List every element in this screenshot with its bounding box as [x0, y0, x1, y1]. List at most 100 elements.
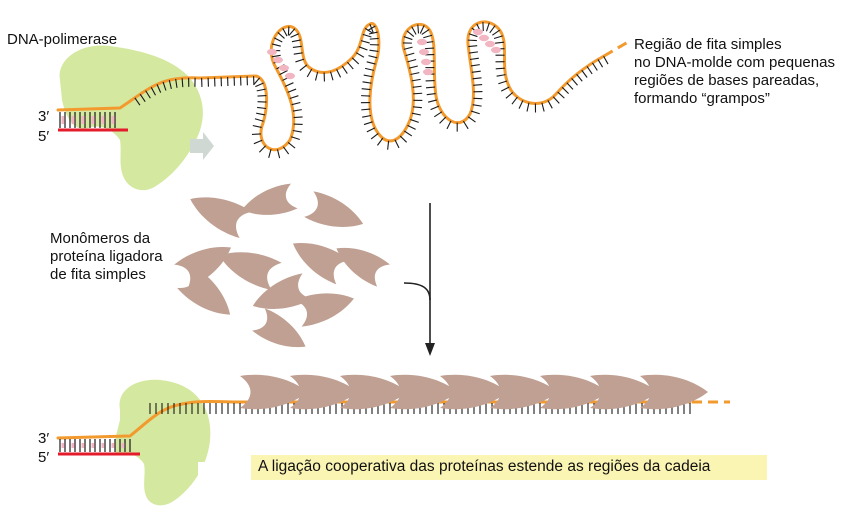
nucleotide-tick: [417, 24, 420, 34]
base-pairs-top: [61, 116, 115, 124]
hairpin-pair: [417, 38, 427, 46]
nucleotide-tick: [591, 62, 598, 71]
hairpin-pair: [473, 28, 483, 36]
nucleotide-tick: [299, 64, 308, 72]
nucleotide-tick: [425, 86, 436, 89]
nucleotide-tick: [492, 29, 501, 36]
nucleotide-tick: [426, 92, 436, 96]
nucleotide-tick: [289, 95, 299, 99]
nucleotide-tick: [271, 54, 281, 58]
nucleotide-tick: [470, 64, 480, 67]
nucleotide-tick: [413, 92, 423, 95]
nucleotide-tick: [358, 46, 368, 51]
dna-polymerase-blob-top: [59, 45, 203, 191]
nucleotide-tick: [424, 47, 434, 50]
nucleotide-tick: [586, 66, 593, 75]
nucleotide-tick: [314, 71, 319, 81]
ssb-monomer: [219, 252, 282, 290]
duplex-rungs-top: [59, 112, 116, 128]
nucleotide-tick: [446, 120, 452, 130]
nucleotide-tick: [500, 86, 510, 92]
nucleotide-tick: [253, 139, 263, 145]
nucleotide-tick: [366, 127, 376, 133]
nucleotide-tick: [410, 72, 420, 76]
template-strand-bottom: [56, 400, 692, 440]
bound-ssb-monomer: [290, 374, 358, 410]
nucleotide-tick: [561, 86, 569, 95]
nucleotide-tick: [291, 136, 300, 141]
bound-ssb-monomer: [590, 374, 658, 410]
nucleotide-tick: [411, 78, 421, 82]
nucleotide-tick: [293, 52, 303, 55]
nucleotide-tick: [284, 82, 294, 87]
template-strand-top: [56, 20, 606, 152]
ssb-monomer: [294, 293, 354, 327]
hairpin-base-pairs: [267, 28, 501, 80]
nucleotide-tick: [306, 68, 313, 78]
nucleotide-tick: [496, 74, 506, 77]
nucleotide-tick: [581, 69, 588, 78]
ssb-monomer: [174, 246, 232, 289]
nucleotide-tick: [430, 105, 440, 111]
nucleotide-tick: [362, 114, 372, 118]
single-strand-region-label: Região de fita simples no DNA-molde com …: [634, 36, 835, 107]
bound-ssb-monomer: [390, 374, 458, 410]
nucleotide-tick: [287, 88, 297, 93]
nucleotide-tick: [405, 52, 415, 57]
nucleotide-tick: [256, 112, 266, 116]
nucleotide-tick: [370, 132, 379, 140]
bound-ssb-monomer: [240, 374, 308, 410]
nucleotide-tick: [156, 84, 162, 93]
nucleotide-tick: [368, 31, 378, 35]
process-arrow-head: [425, 343, 435, 356]
nucleotide-tick: [489, 25, 496, 34]
nucleotide-tick: [282, 146, 290, 155]
movement-arrow-top: [190, 132, 214, 160]
nucleotide-tick: [256, 88, 266, 92]
nucleotide-tick: [181, 78, 184, 88]
nucleotide-tick: [355, 52, 365, 58]
ssb-monomer: [190, 197, 252, 238]
nucleotide-tick: [410, 118, 419, 123]
nucleotide-tick: [403, 46, 413, 50]
nucleotide-tick: [363, 74, 373, 78]
prime-3-bottom: 3′: [38, 430, 50, 447]
nucleotide-tick: [257, 106, 267, 110]
nucleotide-tick: [571, 78, 578, 86]
bound-ssb-monomer: [440, 374, 508, 410]
nucleotide-tick: [362, 81, 372, 84]
nucleotide-tick: [268, 148, 272, 158]
nucleotide-tick: [361, 88, 371, 91]
nucleotide-tick: [329, 71, 334, 81]
nucleotide-tick: [552, 96, 560, 104]
nucleotide-tick: [411, 112, 421, 116]
dna-polymerase-blob-bottom: [114, 379, 211, 506]
nucleotide-tick: [251, 133, 261, 135]
nucleotide-tick: [277, 32, 285, 39]
nucleotide-tick: [139, 93, 146, 102]
movement-arrow-bottom: [198, 455, 222, 483]
nucleotide-tick: [168, 80, 172, 90]
nucleotide-tick: [468, 33, 478, 38]
nucleotide-tick: [257, 94, 267, 97]
nucleotide-tick: [541, 102, 545, 112]
nucleotide-tick: [282, 27, 288, 37]
nucleotide-tick: [403, 130, 413, 137]
nucleotide-tick: [292, 129, 302, 133]
ssb-monomer: [304, 191, 364, 227]
nucleotide-tick: [505, 92, 514, 99]
nucleotide-tick: [557, 91, 565, 99]
nucleotide-tick: [576, 73, 583, 82]
nucleotide-tick: [411, 26, 417, 35]
nucleotide-tick: [471, 70, 481, 73]
nucleotide-tick: [366, 61, 376, 65]
nucleotide-tick: [603, 55, 609, 65]
prime-5-bottom: 5′: [38, 449, 50, 466]
dna-polymerase-label: DNA-polimerase: [7, 31, 118, 48]
bound-ssb-monomer: [490, 374, 558, 410]
base-pairs-bottom: [61, 443, 125, 448]
nucleotide-tick: [288, 28, 296, 36]
nucleotide-tick: [369, 49, 379, 52]
nucleotide-tick: [403, 36, 413, 41]
